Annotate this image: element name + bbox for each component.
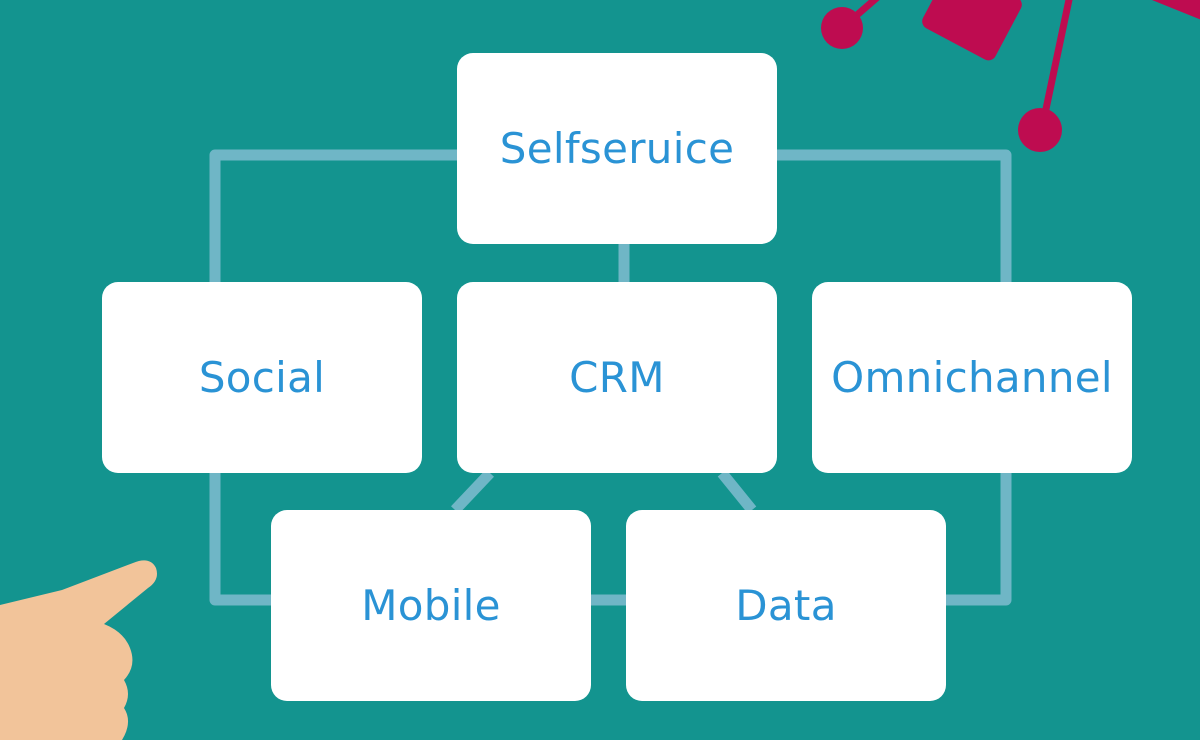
node-omnichannel-label: Omnichannel — [831, 353, 1113, 402]
node-mobile-label: Mobile — [361, 581, 501, 630]
node-mobile: Mobile — [271, 510, 591, 701]
network-node-icon — [821, 0, 1200, 152]
node-social: Social — [102, 282, 422, 473]
node-crm-label: CRM — [569, 353, 665, 402]
node-selfservice-label: Selfseruice — [499, 124, 735, 173]
pointing-hand-icon — [0, 560, 157, 740]
node-selfservice: Selfseruice — [457, 53, 777, 244]
node-omnichannel: Omnichannel — [812, 282, 1132, 473]
node-crm: CRM — [457, 282, 777, 473]
connector-omnichannel-data — [946, 473, 1012, 606]
node-data-label: Data — [735, 581, 837, 630]
connector-social-mobile — [209, 473, 271, 606]
node-data: Data — [626, 510, 946, 701]
node-social-label: Social — [198, 353, 326, 402]
connector-lines — [209, 149, 1012, 606]
connector-selfservice-omnichannel — [777, 149, 1012, 282]
connector-selfservice-social — [209, 149, 457, 282]
connector-crm-data — [717, 469, 757, 514]
connector-crm-mobile — [451, 469, 494, 514]
